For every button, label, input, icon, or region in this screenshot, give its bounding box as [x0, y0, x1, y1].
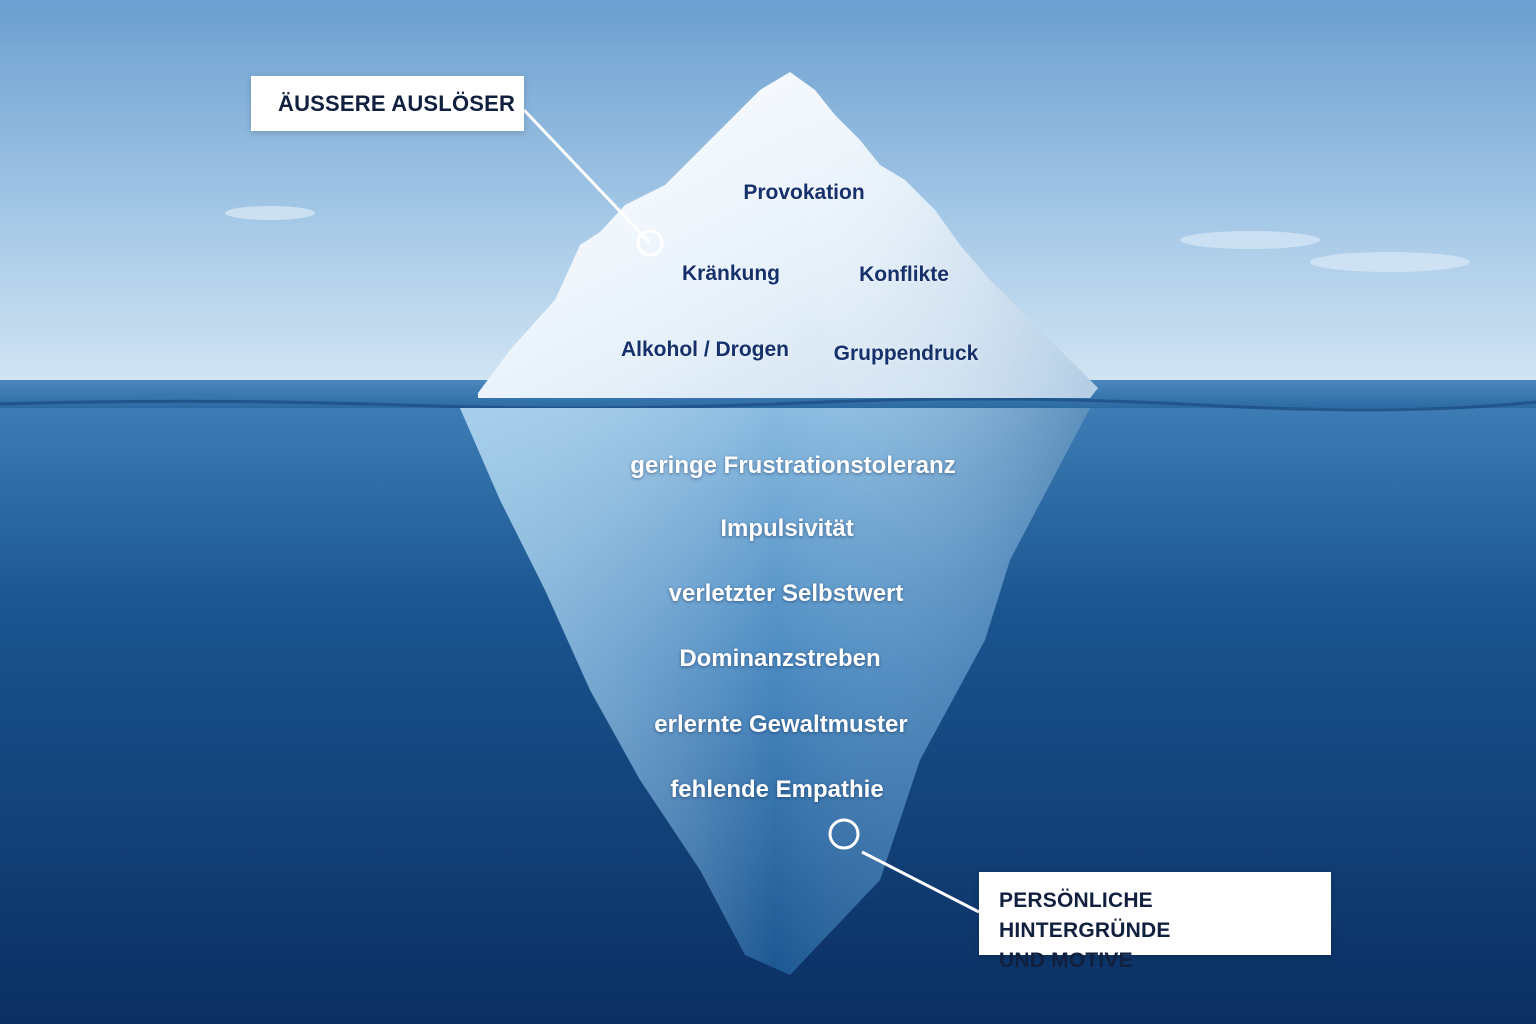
label-internal-line1: PERSÖNLICHE HINTERGRÜNDE — [999, 889, 1171, 942]
below-item-gewaltmuster: erlernte Gewaltmuster — [654, 711, 908, 738]
cloud — [1180, 231, 1320, 249]
iceberg-underwater-highlight — [460, 408, 1090, 975]
marker-circle-bottom — [828, 818, 860, 850]
below-item-dominanzstreben: Dominanzstreben — [679, 645, 881, 672]
above-item-konflikte: Konflikte — [859, 263, 949, 286]
label-personal-background: PERSÖNLICHE HINTERGRÜNDE UND MOTIVE — [979, 872, 1331, 972]
connector-line-bottom — [861, 850, 980, 914]
connector-line-top — [522, 108, 652, 245]
cloud — [1310, 252, 1470, 272]
label-internal-line2: UND MOTIVE — [999, 949, 1133, 972]
iceberg-shade — [790, 72, 1098, 398]
label-external-text: ÄUSSERE AUSLÖSER — [278, 91, 516, 116]
cloud — [225, 206, 315, 220]
below-item-impulsivitaet: Impulsivität — [720, 515, 854, 542]
below-item-empathie: fehlende Empathie — [670, 776, 884, 803]
waterline — [0, 397, 1536, 412]
above-item-alkohol-drogen: Alkohol / Drogen — [621, 338, 789, 361]
below-item-selbstwert: verletzter Selbstwert — [668, 580, 904, 607]
below-item-frustrationstoleranz: geringe Frustrationstoleranz — [630, 452, 956, 479]
label-external-triggers: ÄUSSERE AUSLÖSER — [251, 76, 524, 131]
above-item-gruppendruck: Gruppendruck — [833, 342, 979, 365]
above-item-provokation: Provokation — [743, 181, 865, 204]
marker-circle-top — [636, 229, 664, 257]
above-item-kraenkung: Kränkung — [681, 262, 781, 285]
